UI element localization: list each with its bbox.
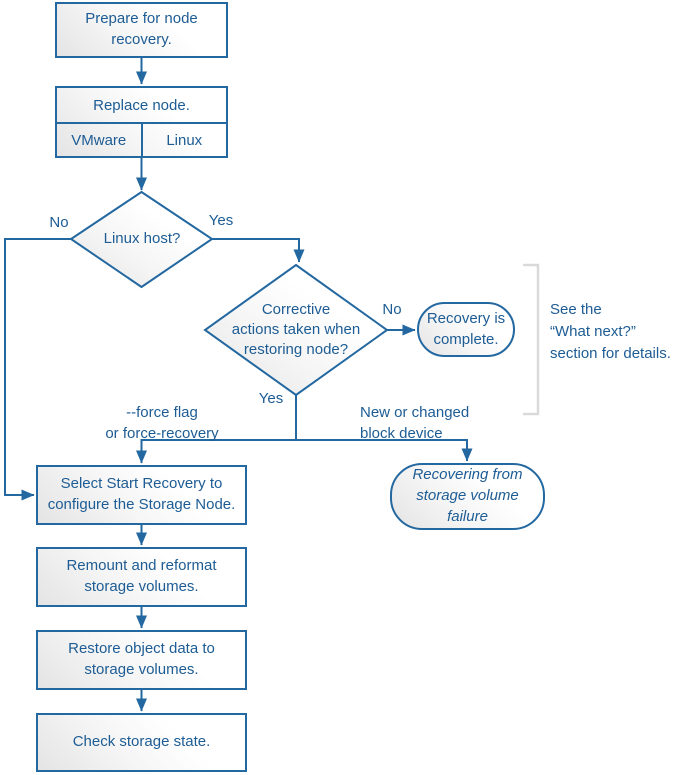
branch-label-no-corrective: No <box>382 301 402 318</box>
connector-linux-host-no-to-select-start <box>4 238 71 501</box>
replace-node-title: Replace node. <box>57 88 226 124</box>
side-note-text: See the “What next?” section for details… <box>550 301 671 362</box>
process-remount-reformat: Remount and reformat storage volumes. <box>36 547 247 607</box>
side-note-bracket <box>523 263 540 416</box>
process-prepare-node: Prepare for node recovery. <box>55 2 228 58</box>
terminator-recovering-from-storage-volume-failure: Recovering from storage volume failure <box>390 463 545 530</box>
process-replace-node: Replace node. VMware Linux <box>55 86 228 158</box>
replace-node-option-linux: Linux <box>166 131 203 149</box>
replace-node-option-vmware: VMware <box>57 124 143 156</box>
connector-corrective-yes-to-recovering-storage <box>296 439 473 462</box>
process-restore-object-data: Restore object data to storage volumes. <box>36 630 247 690</box>
branch-label-no-linux-host: No <box>49 214 69 231</box>
branch-label-yes-linux-host: Yes <box>208 212 234 229</box>
decision-corrective-actions-label: Corrective actions taken when restoring … <box>231 301 361 358</box>
process-select-start-recovery: Select Start Recovery to configure the S… <box>36 465 247 525</box>
decision-corrective-actions-shape <box>203 263 389 397</box>
connector-corrective-yes-to-select-start <box>136 395 297 464</box>
branch-label-new-block-device: New or changed block device <box>360 404 470 442</box>
process-check-storage-state: Check storage state. <box>36 713 247 772</box>
branch-label-force-flag: --force flag or force-recovery <box>105 404 219 442</box>
decision-linux-host-label: Linux host? <box>103 230 181 248</box>
connector-linux-host-yes-to-corrective <box>212 238 305 263</box>
decision-linux-host-shape <box>69 190 214 289</box>
branch-label-yes-corrective: Yes <box>258 390 284 407</box>
terminator-recovery-complete: Recovery is complete. <box>417 302 515 357</box>
